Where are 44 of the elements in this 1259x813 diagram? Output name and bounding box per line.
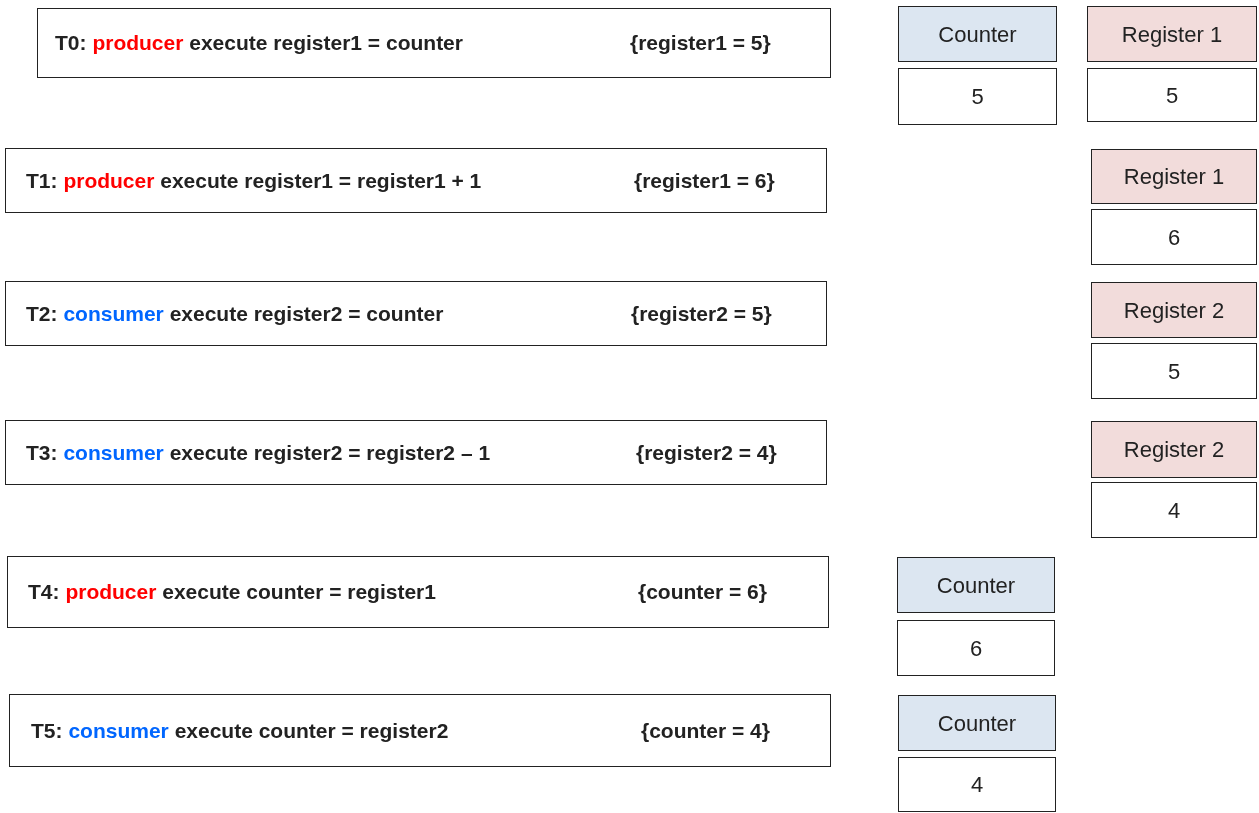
value-box: 5 xyxy=(1091,343,1257,399)
process-name: consumer xyxy=(63,300,164,327)
process-name: consumer xyxy=(68,717,169,744)
variable-header: Counter xyxy=(898,695,1056,751)
variable-header: Register 2 xyxy=(1091,421,1257,478)
result-text: {counter = 6} xyxy=(638,579,767,606)
step-box xyxy=(5,420,827,485)
result-text: {register2 = 4} xyxy=(636,439,777,466)
value-box: 5 xyxy=(1087,68,1257,122)
variable-header: Register 1 xyxy=(1091,149,1257,204)
step-box xyxy=(37,8,831,78)
step-box xyxy=(5,281,827,346)
statement-text: execute counter = register1 xyxy=(162,579,436,606)
statement-text: execute register1 = register1 + 1 xyxy=(160,167,482,194)
statement-text: execute register1 = counter xyxy=(189,30,463,57)
step-label: T0: xyxy=(55,30,87,57)
result-text: {register2 = 5} xyxy=(631,300,772,327)
variable-header: Counter xyxy=(897,557,1055,613)
process-name: producer xyxy=(92,30,184,57)
statement-text: execute register2 = counter xyxy=(169,300,444,327)
value-box: 6 xyxy=(1091,209,1257,265)
value-box: 4 xyxy=(898,757,1056,812)
value-box: 4 xyxy=(1091,482,1257,538)
value-box: 6 xyxy=(897,620,1055,676)
process-name: producer xyxy=(65,579,157,606)
step-box xyxy=(7,556,829,628)
step-label: T5: xyxy=(31,717,63,744)
variable-header: Counter xyxy=(898,6,1057,62)
variable-header: Register 1 xyxy=(1087,6,1257,62)
step-label: T4: xyxy=(28,579,60,606)
step-box xyxy=(9,694,831,767)
step-label: T2: xyxy=(26,300,58,327)
result-text: {counter = 4} xyxy=(641,717,770,744)
process-name: consumer xyxy=(63,439,164,466)
step-label: T1: xyxy=(26,167,58,194)
statement-text: execute counter = register2 xyxy=(174,717,449,744)
value-box: 5 xyxy=(898,68,1057,125)
result-text: {register1 = 6} xyxy=(634,167,775,194)
process-name: producer xyxy=(63,167,155,194)
step-label: T3: xyxy=(26,439,58,466)
result-text: {register1 = 5} xyxy=(630,30,771,57)
step-box xyxy=(5,148,827,213)
variable-header: Register 2 xyxy=(1091,282,1257,338)
statement-text: execute register2 = register2 – 1 xyxy=(169,439,491,466)
